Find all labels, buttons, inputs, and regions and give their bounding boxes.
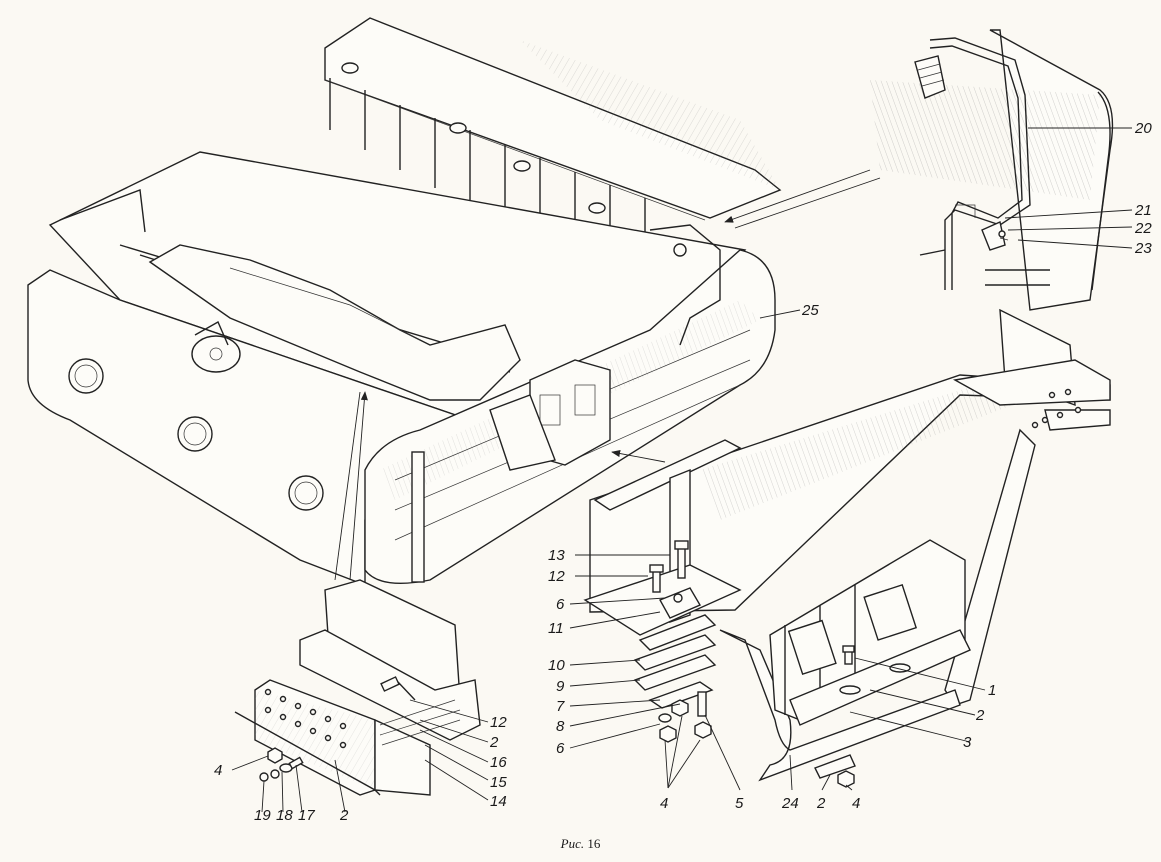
- caption-prefix: Рис.: [560, 836, 585, 851]
- inspection-ports: [68, 358, 324, 511]
- callout-24: 24: [781, 795, 799, 812]
- callout-6b: 6: [556, 740, 565, 757]
- callout-15: 15: [490, 774, 507, 791]
- tank-assembly: [27, 17, 782, 587]
- strap-holes: [1031, 388, 1082, 429]
- callout-8: 8: [556, 718, 565, 735]
- callout-2c: 2: [489, 734, 499, 751]
- bracket-assembly: [234, 579, 481, 796]
- callout-2a: 2: [816, 795, 826, 812]
- callout-22: 22: [1134, 220, 1152, 237]
- caption-number: 16: [587, 836, 601, 851]
- callout-2d: 2: [339, 807, 349, 824]
- callout-13: 13: [548, 547, 565, 564]
- callout-3: 3: [963, 734, 972, 751]
- callout-4c: 4: [214, 762, 222, 779]
- callout-20: 20: [1134, 120, 1152, 137]
- mounting-frame: [583, 308, 1111, 788]
- callout-12a: 12: [548, 568, 565, 585]
- figure-caption: Рис. 16: [0, 836, 1161, 852]
- fastener-set: [259, 747, 304, 782]
- pipe-detail: [870, 29, 1114, 311]
- callout-16: 16: [490, 754, 507, 771]
- callout-21: 21: [1134, 202, 1152, 219]
- callout-5: 5: [735, 795, 744, 812]
- callout-9: 9: [556, 678, 565, 695]
- plate-holes: [264, 688, 347, 749]
- callout-6a: 6: [556, 596, 565, 613]
- callout-11: 11: [548, 620, 564, 637]
- callout-23: 23: [1134, 240, 1152, 257]
- callout-12b: 12: [490, 714, 507, 731]
- callout-10: 10: [548, 657, 565, 674]
- callout-25: 25: [801, 302, 819, 319]
- callout-4b: 4: [852, 795, 860, 812]
- callout-1: 1: [988, 682, 996, 699]
- callout-14: 14: [490, 793, 507, 810]
- inner-brackets: [489, 359, 611, 471]
- callout-18: 18: [276, 807, 293, 824]
- callout-19: 19: [254, 807, 271, 824]
- filler-fitting: [191, 321, 241, 373]
- leader-lines: [231, 127, 1133, 813]
- callout-2b: 2: [975, 707, 985, 724]
- callout-4a: 4: [660, 795, 668, 812]
- callout-17: 17: [298, 807, 315, 824]
- callout-labels: 20 21 22 23 25 13 12 6 11 10 9 7 8 6 4 5…: [214, 120, 1152, 824]
- callout-7: 7: [556, 698, 565, 715]
